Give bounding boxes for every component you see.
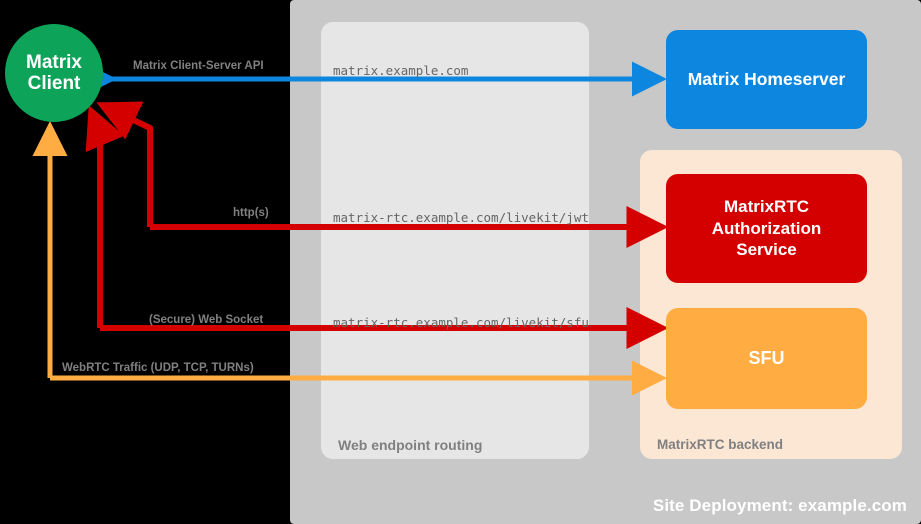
auth-label-line1: MatrixRTC <box>723 197 809 217</box>
endpoint-matrix-example-com: matrix.example.com <box>333 63 469 78</box>
edge-label-client-server-api: Matrix Client-Server API <box>133 60 264 72</box>
endpoint-livekit-sfu: matrix-rtc.example.com/livekit/sfu <box>333 315 589 330</box>
auth-label-line2: Authorization <box>711 218 822 238</box>
edge-label-web-socket: (Secure) Web Socket <box>149 314 264 326</box>
matrix-client-label-line1: Matrix <box>26 51 82 73</box>
node-matrixrtc-authorization-service[interactable]: MatrixRTC Authorization Service <box>666 174 867 283</box>
sfu-label: SFU <box>748 348 785 368</box>
site-deployment-title: Site Deployment: example.com <box>652 496 907 515</box>
matrixrtc-backend-title: MatrixRTC backend <box>657 437 784 452</box>
auth-label-line3: Service <box>736 240 797 260</box>
node-matrix-client[interactable]: Matrix Client <box>5 24 103 122</box>
endpoint-livekit-jwt: matrix-rtc.example.com/livekit/jwt <box>333 210 589 225</box>
node-matrix-homeserver[interactable]: Matrix Homeserver <box>666 30 867 129</box>
matrix-client-label-line2: Client <box>27 73 81 94</box>
matrix-homeserver-label: Matrix Homeserver <box>687 69 846 89</box>
edge-label-webrtc-traffic: WebRTC Traffic (UDP, TCP, TURNs) <box>62 362 254 374</box>
node-sfu[interactable]: SFU <box>666 308 867 409</box>
edge-label-https: http(s) <box>233 207 269 219</box>
web-endpoint-routing-panel <box>321 22 589 459</box>
web-endpoint-routing-title: Web endpoint routing <box>338 437 483 453</box>
